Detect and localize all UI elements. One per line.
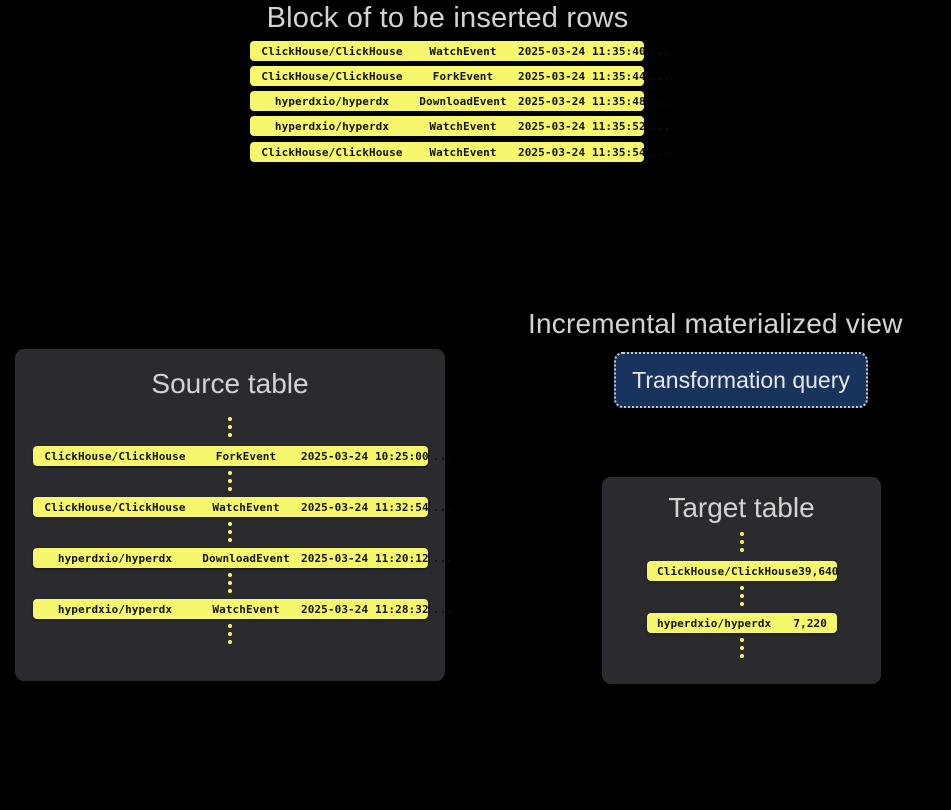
row-repo: hyperdxio/hyperdx	[274, 94, 390, 108]
block-row: ClickHouse/ClickHouse WatchEvent 2025-03…	[250, 142, 670, 162]
row-event: WatchEvent	[429, 119, 497, 133]
row-repo: hyperdxio/hyperdx	[274, 119, 390, 133]
row-repo: ClickHouse/ClickHouse	[657, 564, 799, 578]
source-row: ClickHouse/ClickHouse WatchEvent 2025-03…	[33, 497, 453, 517]
row-event: DownloadEvent	[419, 94, 507, 108]
ellipsis-dots	[227, 624, 232, 644]
row-more: ...	[649, 145, 670, 159]
row-timestamp: 2025-03-24 11:35:44	[518, 69, 646, 83]
row-repo: hyperdxio/hyperdx	[657, 616, 772, 630]
source-row: hyperdxio/hyperdx DownloadEvent 2025-03-…	[33, 548, 453, 568]
source-row: ClickHouse/ClickHouse ForkEvent 2025-03-…	[33, 446, 453, 466]
row-event: WatchEvent	[429, 145, 497, 159]
row-timestamp: 2025-03-24 11:35:48	[518, 94, 646, 108]
ellipsis-dots	[227, 522, 232, 542]
row-more: ...	[432, 551, 453, 565]
row-timestamp: 2025-03-24 11:28:32	[301, 602, 429, 616]
row-event: ForkEvent	[432, 69, 494, 83]
ellipsis-dots	[739, 586, 744, 606]
row-timestamp: 2025-03-24 11:35:54	[518, 145, 646, 159]
target-row: hyperdxio/hyperdx 7,220	[647, 613, 837, 633]
row-timestamp: 2025-03-24 10:25:00	[301, 449, 429, 463]
transformation-query-label: Transformation query	[632, 366, 850, 393]
row-repo: hyperdxio/hyperdx	[57, 602, 173, 616]
block-title: Block of to be inserted rows	[266, 2, 629, 34]
row-repo: hyperdxio/hyperdx	[57, 551, 173, 565]
ellipsis-dots	[227, 573, 232, 593]
row-repo: ClickHouse/ClickHouse	[44, 449, 186, 463]
row-count: 39,640	[798, 564, 839, 578]
source-table-card: Source table ClickHouse/ClickHouse ForkE…	[15, 349, 453, 681]
row-more: ...	[649, 44, 670, 58]
row-more: ...	[649, 119, 670, 133]
ellipsis-dots	[739, 638, 744, 658]
source-table-title: Source table	[151, 368, 309, 399]
block-row: ClickHouse/ClickHouse WatchEvent 2025-03…	[250, 41, 670, 61]
transformation-query-box[interactable]: Transformation query	[614, 352, 868, 408]
source-row: hyperdxio/hyperdx WatchEvent 2025-03-24 …	[33, 599, 453, 619]
ellipsis-dots	[739, 532, 744, 552]
target-row: ClickHouse/ClickHouse 39,640	[647, 561, 839, 581]
row-repo: ClickHouse/ClickHouse	[44, 500, 186, 514]
row-more: ...	[649, 94, 670, 108]
row-repo: ClickHouse/ClickHouse	[261, 145, 403, 159]
target-table-card: Target table ClickHouse/ClickHouse 39,64…	[602, 477, 881, 684]
target-table-title: Target table	[668, 492, 815, 523]
row-more: ...	[432, 602, 453, 616]
row-event: ForkEvent	[215, 449, 277, 463]
row-event: DownloadEvent	[202, 551, 290, 565]
row-repo: ClickHouse/ClickHouse	[261, 44, 403, 58]
row-count: 7,220	[793, 616, 827, 630]
materialized-view-title: Incremental materialized view	[528, 308, 903, 339]
row-event: WatchEvent	[429, 44, 497, 58]
row-more: ...	[432, 449, 453, 463]
row-timestamp: 2025-03-24 11:35:40	[518, 44, 646, 58]
row-timestamp: 2025-03-24 11:20:12	[301, 551, 429, 565]
row-timestamp: 2025-03-24 11:35:52	[518, 119, 646, 133]
row-repo: ClickHouse/ClickHouse	[261, 69, 403, 83]
row-more: ...	[432, 500, 453, 514]
ellipsis-dots	[227, 471, 232, 491]
row-timestamp: 2025-03-24 11:32:54	[301, 500, 429, 514]
row-more: ...	[649, 69, 670, 83]
block-row: ClickHouse/ClickHouse ForkEvent 2025-03-…	[250, 66, 670, 86]
row-event: WatchEvent	[212, 602, 280, 616]
block-row: hyperdxio/hyperdx WatchEvent 2025-03-24 …	[250, 116, 670, 136]
row-event: WatchEvent	[212, 500, 280, 514]
block-row: hyperdxio/hyperdx DownloadEvent 2025-03-…	[250, 91, 670, 111]
ellipsis-dots	[227, 417, 232, 437]
